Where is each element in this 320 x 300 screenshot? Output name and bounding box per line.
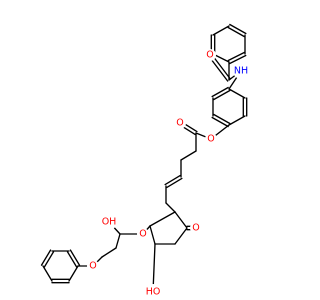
atom-label: O <box>139 229 146 240</box>
atom-label: HO <box>146 287 161 298</box>
structure-canvas: O NH O O O OH O O <box>40 23 249 300</box>
bond-line <box>180 150 197 161</box>
bond-layer <box>40 23 248 293</box>
bond-line <box>149 225 156 245</box>
bond-line <box>229 54 247 65</box>
atom-phenoxy-oxygen: O <box>87 260 99 272</box>
atom-label: O <box>89 261 96 272</box>
atom-benzamide-carbonyl-oxygen: O <box>204 49 216 61</box>
bond-line <box>228 88 246 99</box>
atom-amide-nitrogen: NH <box>233 63 249 79</box>
bond-line <box>174 211 188 229</box>
atom-ether-oxygen: O <box>137 228 149 240</box>
atom-label: O <box>207 134 214 145</box>
atom-label: O <box>206 50 213 61</box>
bond-line <box>66 251 78 268</box>
bond-line <box>227 51 245 62</box>
atom-label: O <box>176 118 183 129</box>
bond-line <box>165 202 176 213</box>
bond-line <box>211 116 229 128</box>
bond-line <box>68 265 79 282</box>
bond-line <box>174 227 188 245</box>
bond-line <box>213 113 231 125</box>
bond-line <box>42 265 53 282</box>
bond-line <box>115 233 121 249</box>
bond-line <box>228 115 246 126</box>
bond-line <box>213 89 231 101</box>
bond-line <box>229 23 247 35</box>
bond-line <box>149 211 176 227</box>
atom-ring-hydroxyl: HO <box>145 284 161 300</box>
bond-line <box>40 249 52 266</box>
bond-line <box>152 243 156 293</box>
atom-label: O <box>192 223 199 234</box>
atom-ketone-oxygen: O <box>190 222 202 234</box>
atom-label: OH <box>102 217 117 228</box>
bond-line <box>211 86 229 98</box>
bond-line <box>101 247 117 258</box>
bond-line <box>43 251 55 268</box>
atom-label-layer: O NH O O O OH O O <box>87 49 249 300</box>
atom-ester-oxygen: O <box>205 133 217 145</box>
bond-line <box>69 249 81 266</box>
atom-ester-carbonyl-oxygen: O <box>174 117 186 129</box>
atom-label: NH <box>234 66 248 77</box>
molecule-diagram: O NH O O O OH O O <box>40 23 249 300</box>
bond-line <box>212 25 230 36</box>
bond-line <box>164 174 181 186</box>
bond-line <box>227 26 245 38</box>
atom-secondary-hydroxyl: OH <box>101 214 117 230</box>
bond-line <box>166 177 183 189</box>
